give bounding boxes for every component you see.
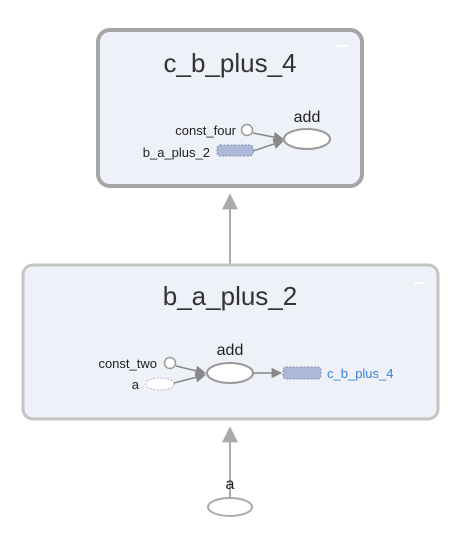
node-label-a: a <box>132 377 140 392</box>
placeholder-node-a[interactable] <box>207 497 253 517</box>
edge-const-two-to-add <box>175 365 207 376</box>
minus-icon[interactable] <box>414 282 425 284</box>
output-link-c-b-plus-4[interactable]: c_b_plus_4 <box>327 366 394 381</box>
edge-const-four-to-add <box>252 131 285 143</box>
node-label-b-a-plus-2: b_a_plus_2 <box>143 145 210 160</box>
input-node-a[interactable] <box>145 377 175 391</box>
node-label-const-two: const_two <box>98 356 157 371</box>
input-node-b-a-plus-2[interactable] <box>216 144 254 157</box>
const-node[interactable] <box>163 356 177 370</box>
add-op-node[interactable] <box>206 362 254 384</box>
edge-b-a-plus-2-to-add <box>252 139 284 152</box>
node-label-const-four: const_four <box>175 123 236 138</box>
op-label-add: add <box>217 342 244 359</box>
add-op-node[interactable] <box>283 128 331 150</box>
const-node[interactable] <box>240 123 254 137</box>
group-c-b-plus-4[interactable]: c_b_plus_4 const_four b_a_plus_2 add <box>96 28 364 188</box>
group-b-a-plus-2[interactable]: b_a_plus_2 const_two a add c_b_plus_4 <box>21 263 440 421</box>
group-title: b_a_plus_2 <box>163 281 297 311</box>
group-b-a-plus-2-box[interactable] <box>21 263 440 421</box>
edge-a-to-add <box>173 372 207 384</box>
group-title: c_b_plus_4 <box>164 48 297 78</box>
op-label-add: add <box>294 109 321 126</box>
node-label-external-a: a <box>226 476 235 493</box>
minus-icon[interactable] <box>337 45 348 47</box>
output-node-c-b-plus-4[interactable] <box>282 366 322 380</box>
